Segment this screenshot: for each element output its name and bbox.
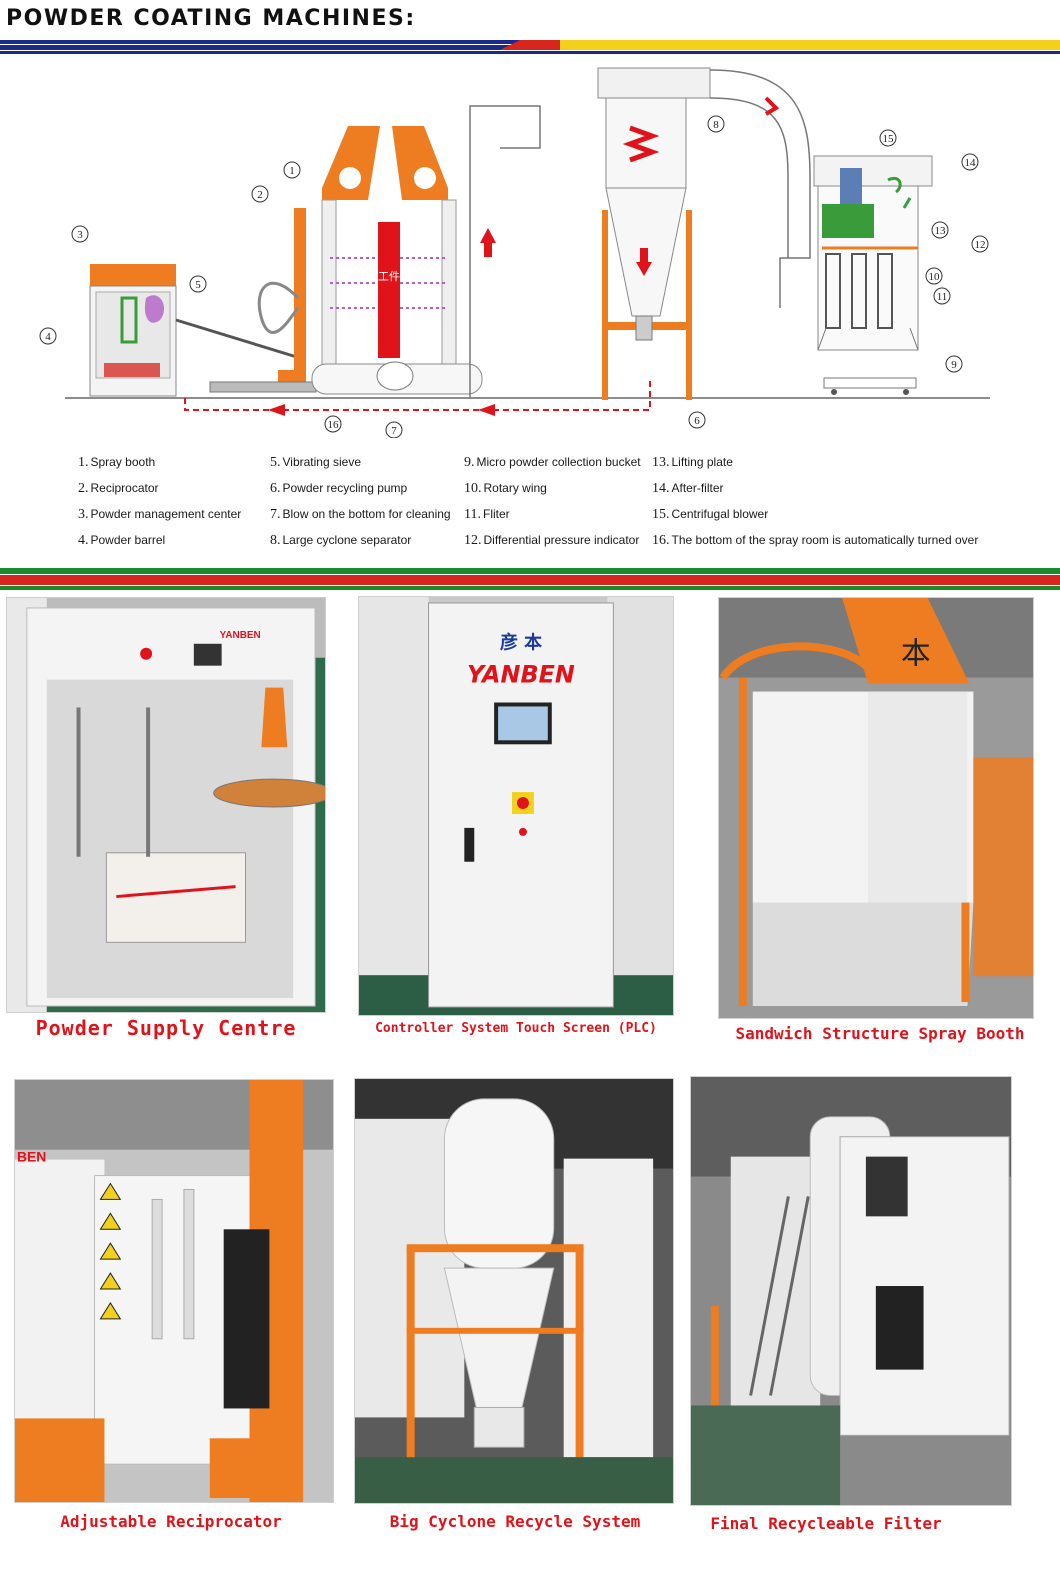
process-diagram: 工件 [39,67,990,438]
marker-14: 14 [961,153,979,171]
photo-brand-label: BEN [17,1149,46,1165]
marker-4: 4 [39,327,57,345]
legend-item: 4.Powder barrel [78,533,166,548]
spray-booth-drawing: 工件 [311,126,483,395]
marker-1: 1 [283,161,301,179]
photo-brand-cn-label: 本 [901,637,931,672]
photo-controller-system: 彦 本 YANBEN [358,596,674,1016]
svg-text:10: 10 [929,271,941,283]
photo-reciprocator: BEN [14,1079,334,1503]
marker-16: 16 [324,415,342,433]
title-color-bar [0,38,1060,56]
svg-text:1: 1 [289,165,295,177]
caption-reciprocator: Adjustable Reciprocator [60,1512,282,1531]
photo-brand-cn-label: 彦 本 [500,632,542,654]
diagram-markers: 1 2 3 4 5 6 7 8 9 10 11 12 13 14 15 16 [39,115,989,438]
photo-spray-booth: 本 [718,597,1034,1019]
marker-10: 10 [925,267,943,285]
legend-item: 11.Fliter [464,507,510,522]
legend-item: 8.Large cyclone separator [270,533,412,548]
cyclone-separator-drawing [597,67,711,400]
svg-text:2: 2 [257,189,263,201]
marker-8: 8 [707,115,725,133]
caption-cyclone: Big Cyclone Recycle System [389,1512,641,1531]
svg-text:7: 7 [391,425,397,437]
after-filter-drawing [813,155,933,395]
marker-7: 7 [385,421,403,438]
reciprocator-drawing [209,208,317,393]
workpiece-label: 工件 [378,270,400,283]
marker-13: 13 [931,221,949,239]
svg-text:13: 13 [935,225,947,237]
marker-3: 3 [71,225,89,243]
svg-text:8: 8 [713,119,719,131]
legend-item: 2.Reciprocator [78,481,159,496]
marker-15: 15 [879,129,897,147]
marker-2: 2 [251,185,269,203]
caption-spray-booth: Sandwich Structure Spray Booth [735,1024,1025,1043]
marker-12: 12 [971,235,989,253]
legend-item: 15.Centrifugal blower [652,507,769,522]
svg-text:15: 15 [883,133,895,145]
caption-powder-supply-centre: Powder Supply Centre [35,1016,297,1040]
svg-text:5: 5 [195,279,201,291]
svg-text:11: 11 [937,291,948,303]
svg-text:14: 14 [965,157,977,169]
legend-item: 6.Powder recycling pump [270,481,408,496]
marker-9: 9 [945,355,963,373]
section-divider [0,568,1060,590]
legend-item: 9.Micro powder collection bucket [464,455,641,470]
photo-cyclone [354,1078,674,1504]
legend-item: 7.Blow on the bottom for cleaning [270,507,451,522]
marker-5: 5 [189,275,207,293]
photo-brand-label: YANBEN [220,630,261,641]
legend-item: 12.Differential pressure indicator [464,533,640,548]
marker-6: 6 [688,411,706,429]
legend-item: 5.Vibrating sieve [270,455,361,470]
photo-powder-supply-centre: YANBEN [6,597,326,1013]
svg-text:16: 16 [328,419,340,431]
legend-item: 13.Lifting plate [652,455,733,470]
powder-management-center-drawing [89,264,301,397]
svg-text:4: 4 [45,331,51,343]
caption-final-filter: Final Recycleable Filter [710,1514,942,1533]
photo-final-filter [690,1076,1012,1506]
legend-item: 1.Spray booth [78,455,156,470]
svg-text:3: 3 [77,229,83,241]
legend-item: 14.After-filter [652,481,724,496]
svg-text:6: 6 [694,415,700,427]
svg-text:12: 12 [975,239,986,251]
caption-controller-system: Controller System Touch Screen (PLC) [375,1021,657,1036]
photo-brand-label: YANBEN [467,661,575,689]
marker-11: 11 [933,287,951,305]
page-title: POWDER COATING MACHINES: [6,6,416,31]
legend-item: 16.The bottom of the spray room is autom… [652,533,979,548]
svg-text:9: 9 [951,359,957,371]
legend-item: 10.Rotary wing [464,481,547,496]
legend-item: 3.Powder management center [78,507,242,522]
